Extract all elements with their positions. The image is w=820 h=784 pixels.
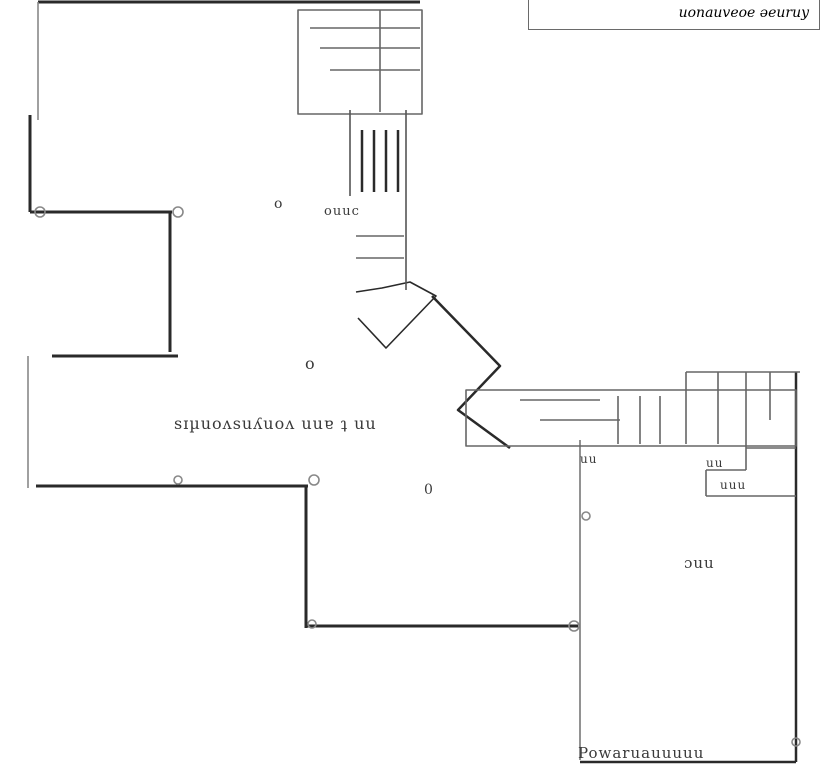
legend-text: uonauveoe əeuruy (678, 5, 809, 21)
right-small-label-3: uu (580, 452, 598, 466)
diagonal-wall (431, 295, 511, 450)
right-room-label: ɔuu (684, 554, 715, 572)
center-room-marker: 0 (424, 482, 434, 498)
legend-box: uonauveoe əeuruy (528, 0, 820, 30)
corridor-marks: ouuc (324, 204, 360, 219)
left-room-marker: o (274, 196, 284, 212)
main-hall-label: sɪµuoʌsuʎuoʌ uuɐ ʇ uu (174, 414, 377, 433)
right-small-label: uu (706, 456, 724, 470)
diagonal-arc (355, 281, 437, 349)
right-small-label-2: uuu (720, 478, 747, 492)
bottom-caption: Powaruauuuuu (578, 744, 705, 762)
right-service-block (465, 389, 797, 447)
stair-block (297, 9, 423, 115)
center-circle-marker: o (305, 354, 316, 373)
